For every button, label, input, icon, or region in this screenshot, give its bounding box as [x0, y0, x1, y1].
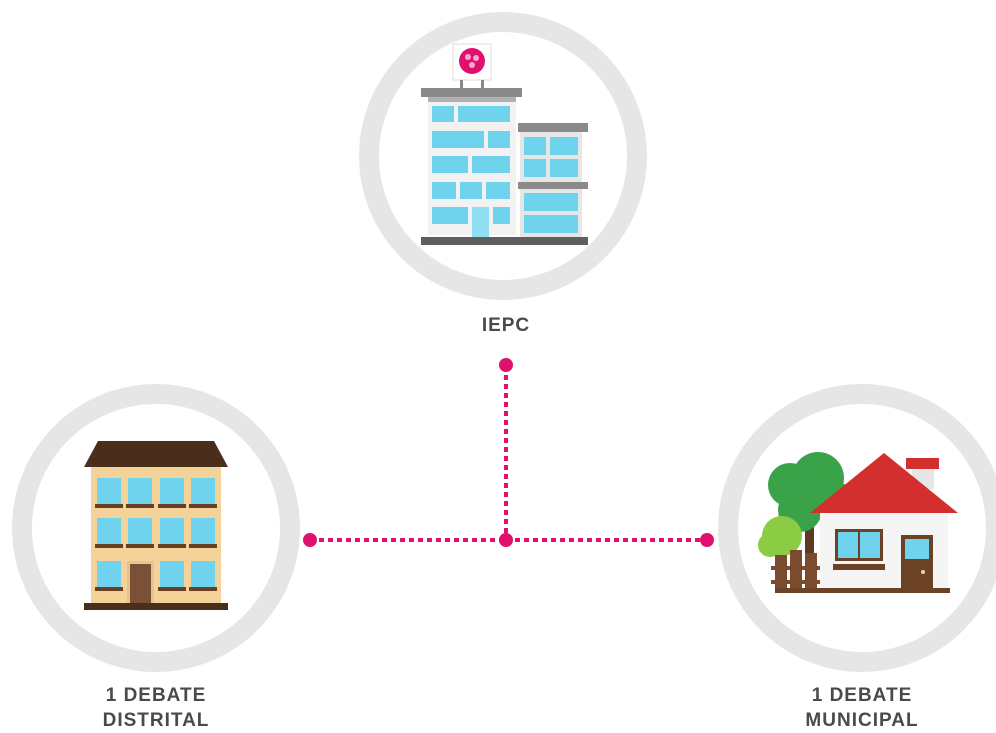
- connector-dot-top: [499, 358, 513, 372]
- iepc-building-icon: [421, 43, 588, 245]
- municipal-label-line2: MUNICIPAL: [805, 710, 919, 731]
- distrital-label-line1: 1 DEBATE: [105, 685, 207, 706]
- apartment-building-icon: [84, 441, 228, 610]
- distrital-label-line2: DISTRITAL: [102, 710, 210, 731]
- house-icon: [758, 452, 958, 593]
- municipal-label-line1: 1 DEBATE: [811, 685, 913, 706]
- connector-dot-right: [700, 533, 714, 547]
- iepc-label-text: IEPC: [481, 315, 531, 336]
- logo-icon: [459, 48, 485, 74]
- connector-dot-center: [499, 533, 513, 547]
- connector-lines: [310, 366, 707, 542]
- municipal-label: 1 DEBATE MUNICIPAL: [762, 683, 962, 733]
- connector-dots: [303, 358, 714, 547]
- distrital-label: 1 DEBATE DISTRITAL: [56, 683, 256, 733]
- connector-dot-left: [303, 533, 317, 547]
- iepc-label: IEPC: [443, 313, 569, 338]
